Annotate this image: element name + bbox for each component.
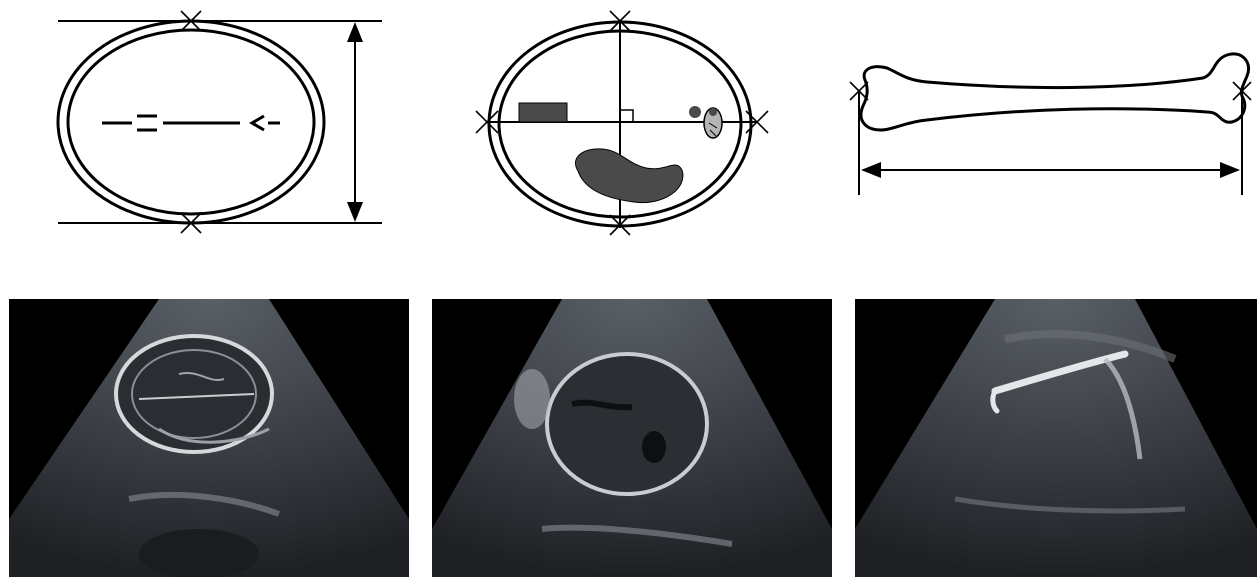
- scan-fan: [855, 299, 1257, 577]
- abdomen-diagram-panel: [470, 8, 775, 238]
- fetal-femur-ultrasound: [855, 299, 1257, 577]
- midline-echo: [102, 116, 280, 130]
- head-diagram-panel: [50, 8, 390, 238]
- femur-outline: [861, 54, 1249, 130]
- fl-measurement-arrow: [861, 162, 1240, 178]
- stomach: [642, 431, 666, 463]
- femur-bone-icon: [843, 40, 1253, 200]
- fetal-head-ultrasound: [9, 299, 409, 577]
- fetal-abdomen-ultrasound: [432, 299, 832, 577]
- spine-center: [709, 108, 717, 116]
- liver-shape: [575, 149, 682, 203]
- abdomen-ring: [547, 354, 707, 494]
- abdomen-cross-section-icon: [470, 8, 775, 238]
- head-cross-section-icon: [50, 8, 390, 238]
- femur-diagram-panel: [843, 40, 1253, 200]
- aorta-dot: [689, 106, 701, 118]
- right-angle-mark: [620, 110, 633, 122]
- bpd-measurement-arrow: [347, 22, 363, 222]
- stomach-bubble: [519, 103, 567, 122]
